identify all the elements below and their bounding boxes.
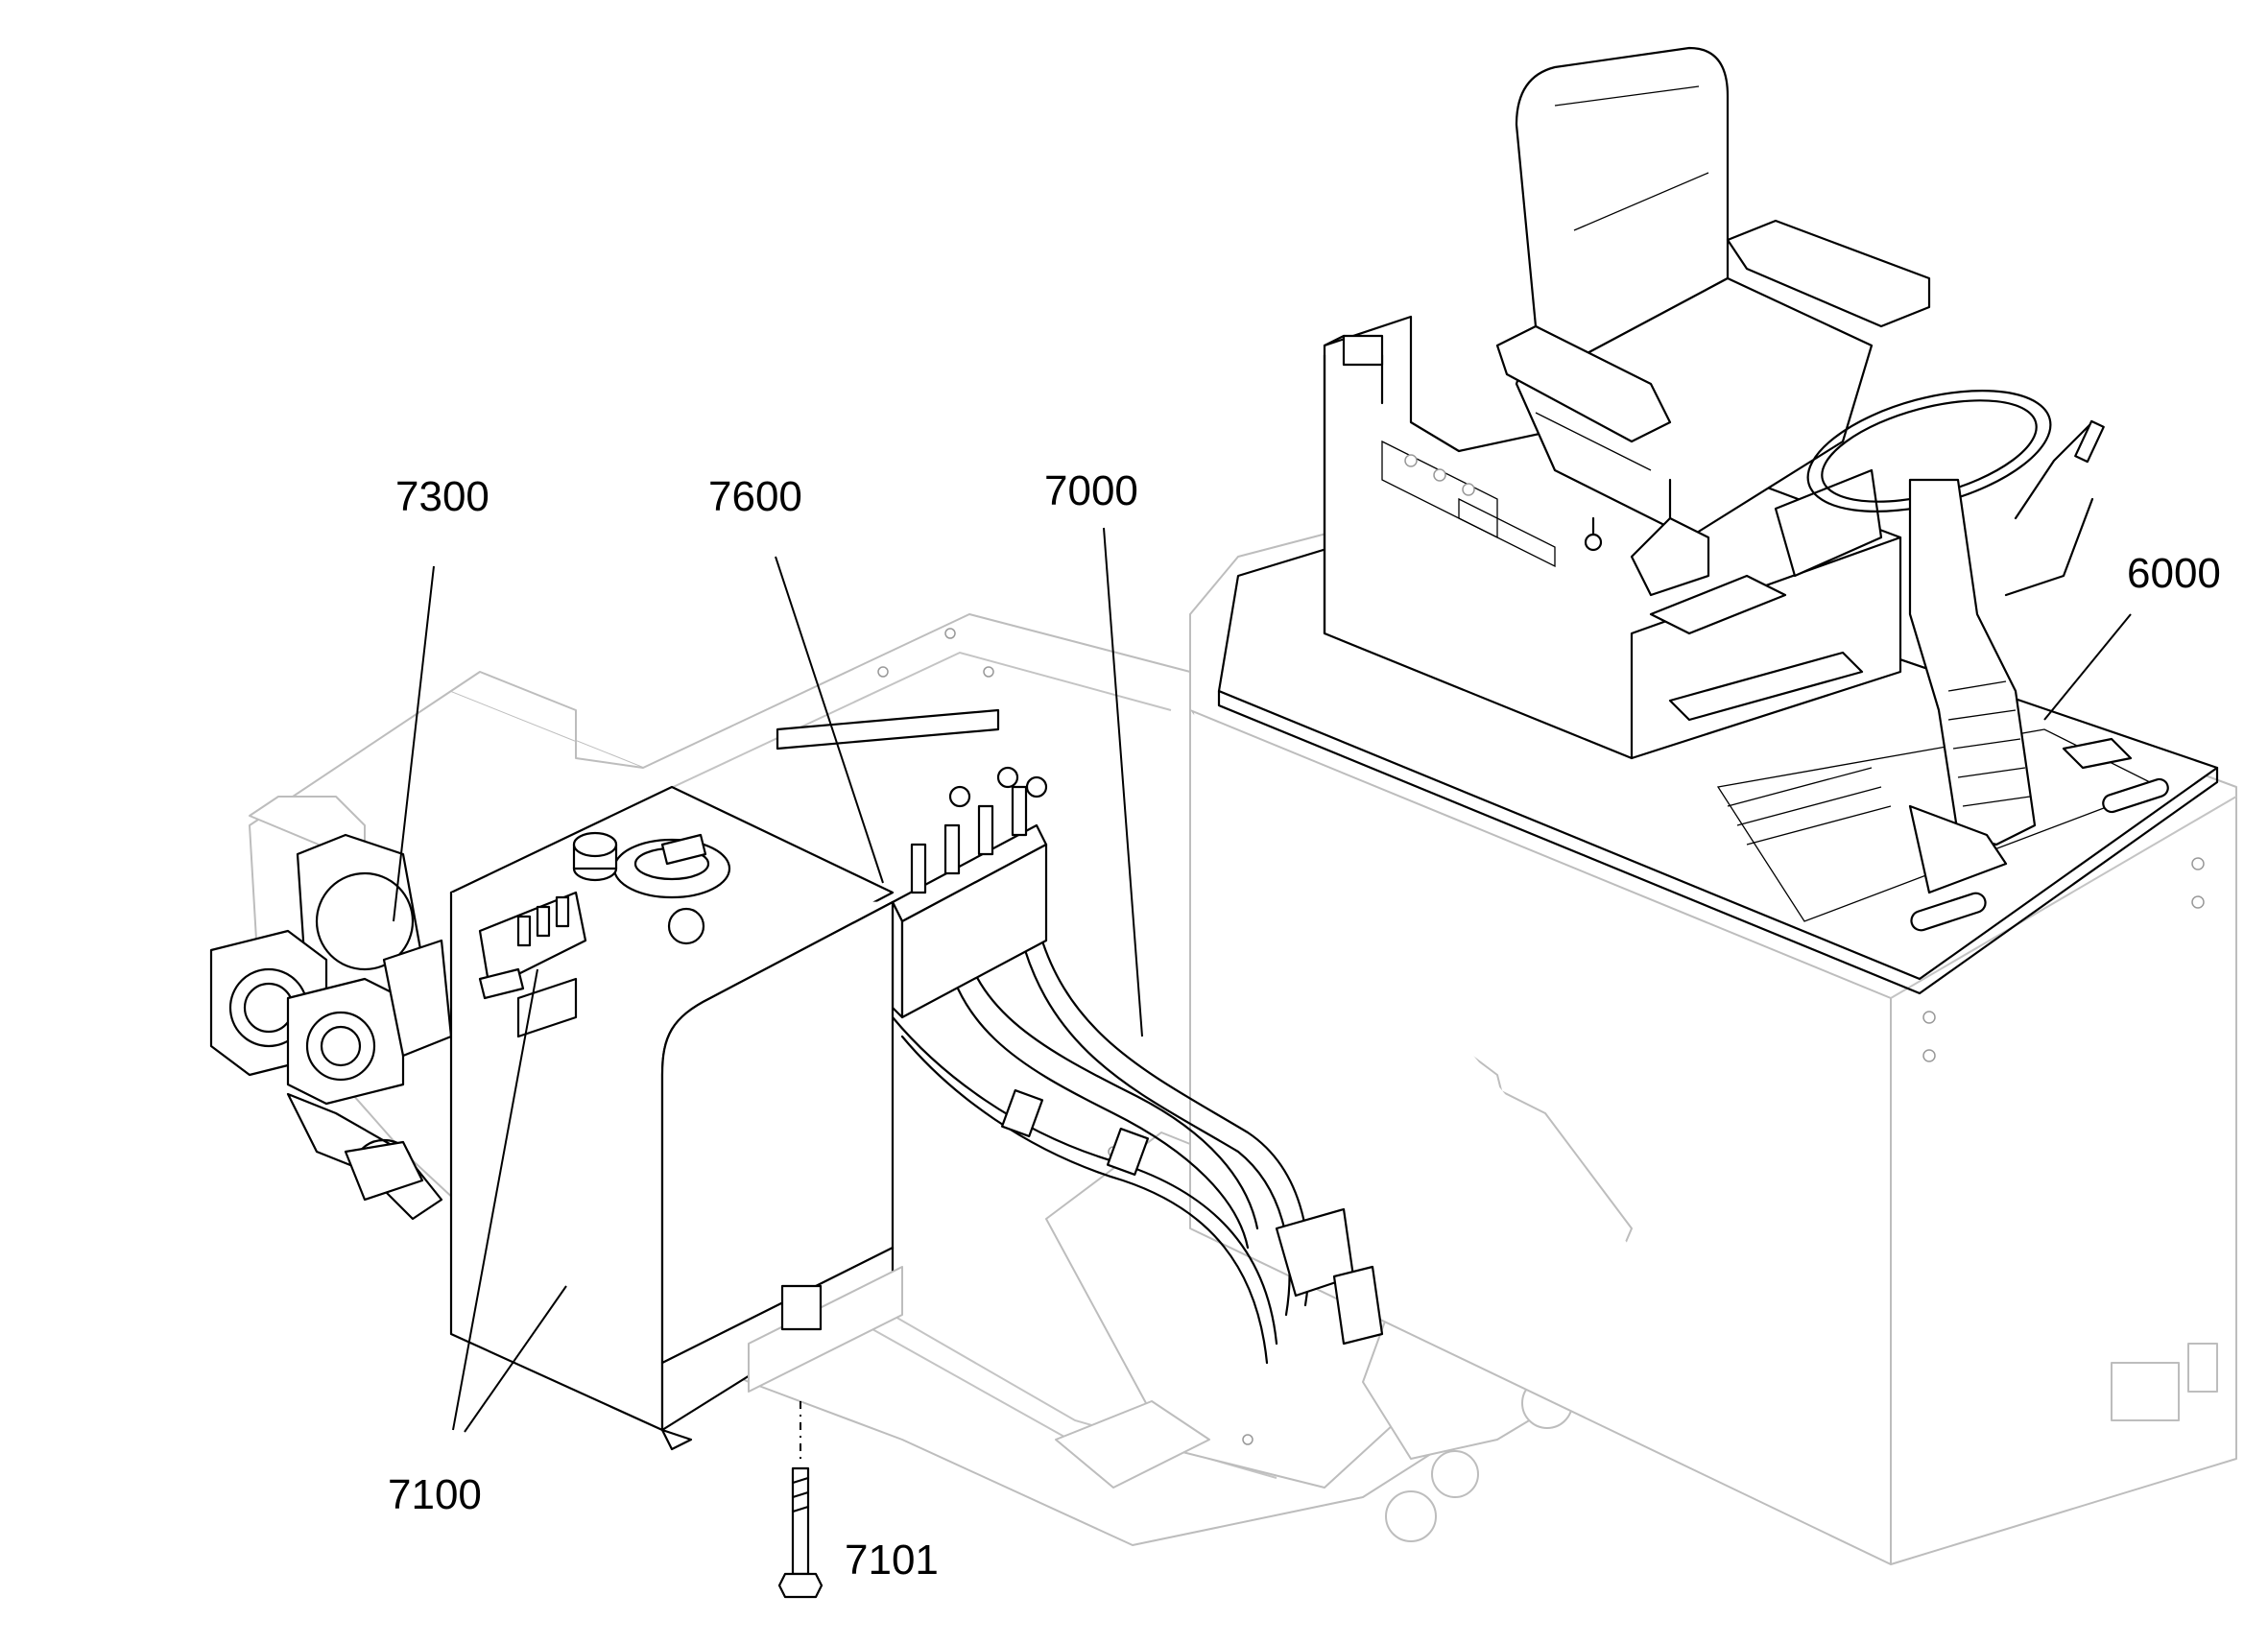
leader-6000: [2043, 613, 2132, 721]
leader-7300: [393, 565, 435, 922]
operator-seat: [1495, 46, 1931, 578]
callout-6000: 6000: [2127, 550, 2221, 597]
tank-support: [748, 1266, 903, 1393]
steering-column: [1806, 390, 2105, 894]
leader-7100-b: [464, 1285, 567, 1433]
mounting-bolt: [777, 1401, 824, 1599]
leader-7100-a: [452, 968, 538, 1431]
callout-7100: 7100: [388, 1471, 482, 1518]
callout-7600: 7600: [708, 473, 802, 520]
callout-7000: 7000: [1044, 467, 1138, 514]
hydraulic-hose-bundle: [891, 919, 1384, 1365]
joystick: [1584, 478, 1710, 597]
control-valve-block: [776, 708, 1048, 1019]
callout-7101: 7101: [845, 1537, 939, 1584]
leader-7600: [775, 556, 884, 884]
callout-7300: 7300: [395, 473, 489, 520]
hydraulic-tank: [449, 785, 895, 1451]
leader-7000: [1103, 527, 1143, 1037]
